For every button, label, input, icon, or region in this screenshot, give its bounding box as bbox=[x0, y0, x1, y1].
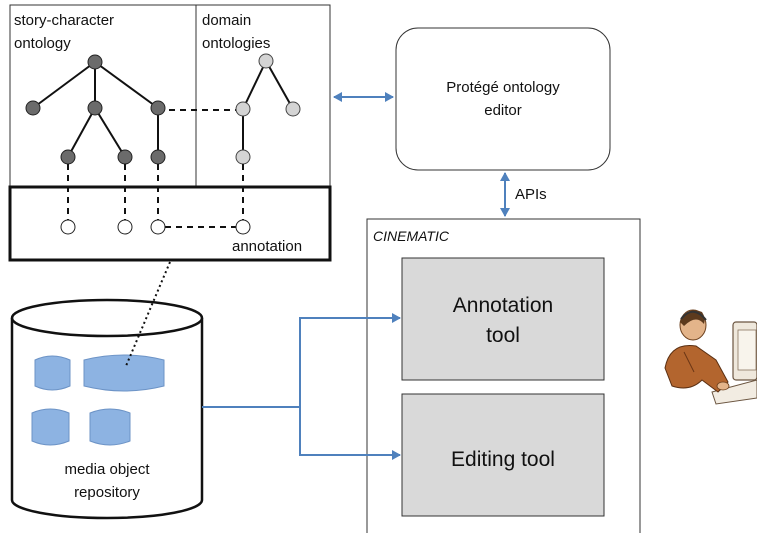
arrow-to-editing-tool bbox=[299, 407, 401, 460]
apis-label: APIs bbox=[515, 186, 547, 203]
ontology-panel-frame bbox=[9, 4, 331, 188]
arrow-to-annotation-tool bbox=[202, 313, 401, 408]
protege-editor-line2: editor bbox=[484, 102, 522, 119]
annotation-node bbox=[60, 219, 76, 235]
cinematic-panel: CINEMATIC Annotation tool Editing tool bbox=[366, 218, 641, 533]
domain-ontology-title-line1: domain bbox=[202, 12, 251, 29]
annotation-label: annotation bbox=[232, 238, 302, 255]
domain-node bbox=[285, 101, 301, 117]
domain-tree-edges bbox=[242, 60, 294, 157]
cinematic-frame bbox=[366, 218, 641, 533]
story-node bbox=[25, 100, 41, 116]
story-node bbox=[150, 100, 166, 116]
repository-label-line1: media object bbox=[64, 461, 150, 478]
story-tree-edges bbox=[32, 61, 159, 158]
media-object-icon bbox=[89, 408, 131, 446]
repository-label-line2: repository bbox=[74, 484, 140, 501]
domain-tree-nodes bbox=[235, 53, 301, 165]
media-object-icon bbox=[34, 355, 71, 391]
annotation-tool-box bbox=[401, 257, 605, 381]
domain-node bbox=[235, 149, 251, 165]
annotation-tool-line2: tool bbox=[486, 324, 520, 347]
annotation-band bbox=[8, 185, 332, 262]
person-at-computer-icon bbox=[664, 309, 757, 405]
media-repository: media object repository bbox=[10, 298, 204, 520]
repository-top bbox=[10, 298, 204, 338]
story-node bbox=[117, 149, 133, 165]
annotation-tool-line1: Annotation bbox=[453, 294, 553, 317]
protege-editor: Protégé ontology editor bbox=[395, 27, 611, 171]
story-ontology-title-line1: story-character bbox=[14, 12, 114, 29]
media-object-icon bbox=[83, 354, 165, 392]
annotation-nodes bbox=[60, 219, 251, 235]
editing-tool-label: Editing tool bbox=[451, 448, 555, 471]
annotation-links bbox=[67, 164, 244, 228]
annotation-node bbox=[235, 219, 251, 235]
annotation-node bbox=[150, 219, 166, 235]
cinematic-title: CINEMATIC bbox=[373, 228, 450, 244]
annotation-media-link bbox=[125, 261, 171, 367]
ontology-panel: story-character ontology domain ontologi… bbox=[8, 4, 332, 262]
story-tree-nodes bbox=[25, 54, 166, 165]
protege-editor-box bbox=[395, 27, 611, 171]
domain-ontology-title-line2: ontologies bbox=[202, 35, 270, 52]
story-node-root bbox=[87, 54, 103, 70]
editing-tool-box bbox=[401, 393, 605, 517]
domain-node-root bbox=[258, 53, 274, 69]
repository-tool-arrows bbox=[202, 313, 401, 460]
story-ontology-title-line2: ontology bbox=[14, 35, 71, 52]
media-objects bbox=[31, 354, 165, 446]
story-node bbox=[87, 100, 103, 116]
story-node bbox=[60, 149, 76, 165]
media-object-icon bbox=[31, 408, 70, 446]
story-node bbox=[150, 149, 166, 165]
annotation-node bbox=[117, 219, 133, 235]
protege-editor-line1: Protégé ontology bbox=[446, 79, 560, 96]
domain-node bbox=[235, 101, 251, 117]
